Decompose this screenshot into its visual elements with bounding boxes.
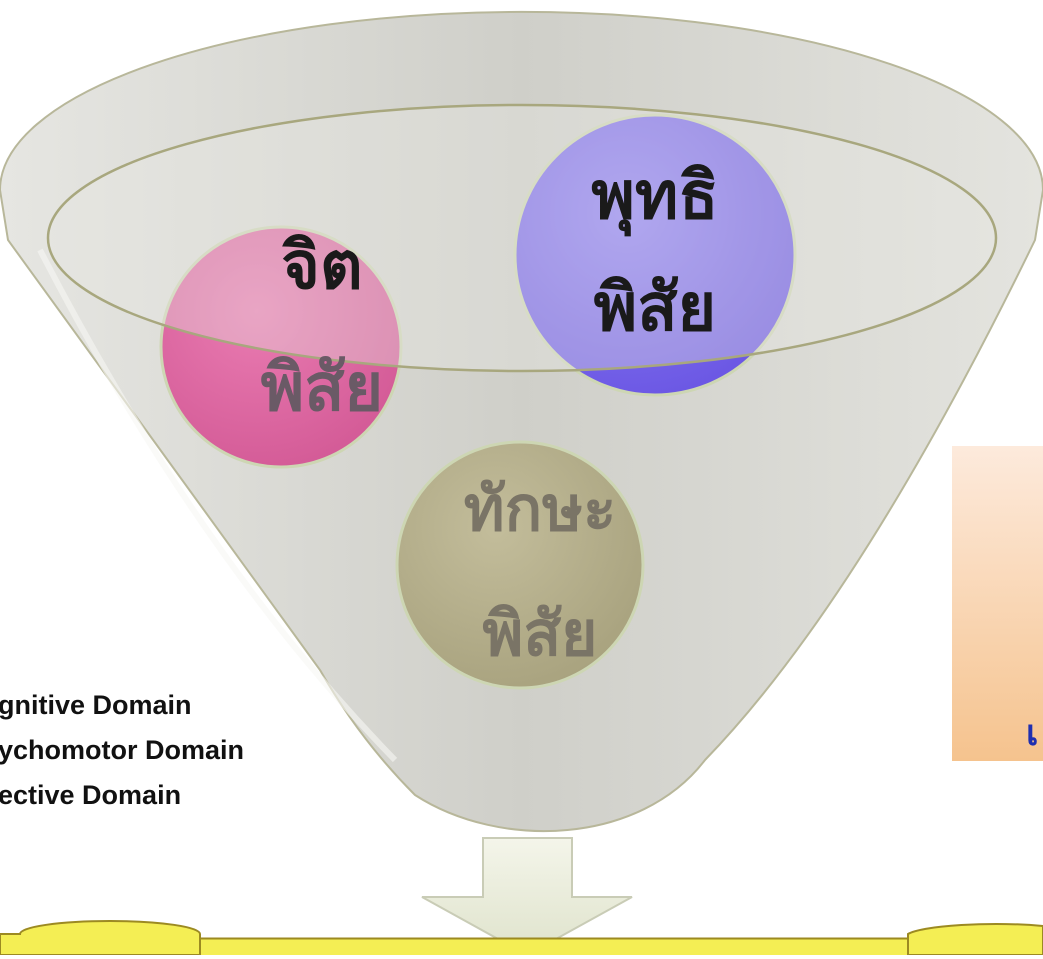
bottom-banner — [0, 938, 1043, 955]
affective-circle — [159, 225, 403, 469]
domain-label-psychomotor: ychomotor Domain — [0, 735, 245, 765]
affective-line1: จิต — [281, 227, 363, 304]
right-box-text: เ — [1026, 713, 1039, 754]
funnel-highlight — [37, 248, 398, 763]
down-arrow-icon — [421, 837, 633, 957]
cognitive-line1: พุทธิ — [591, 157, 718, 237]
psychomotor-line2: พิสัย — [482, 597, 597, 670]
psychomotor-circle — [395, 440, 645, 690]
cognitive-line2: พิสัย — [594, 269, 716, 346]
scroll-left — [0, 920, 201, 956]
psychomotor-line1: ทักษะ — [464, 472, 617, 545]
scroll-right — [907, 923, 1043, 956]
funnel-rim-fill — [48, 105, 996, 371]
affective-line2: พิสัย — [261, 349, 383, 426]
right-box — [952, 446, 1043, 761]
domain-label-affective: ective Domain — [0, 780, 182, 810]
domain-label-cognitive: gnitive Domain — [0, 690, 192, 720]
funnel-rim — [46, 103, 998, 373]
cognitive-circle — [513, 113, 797, 397]
